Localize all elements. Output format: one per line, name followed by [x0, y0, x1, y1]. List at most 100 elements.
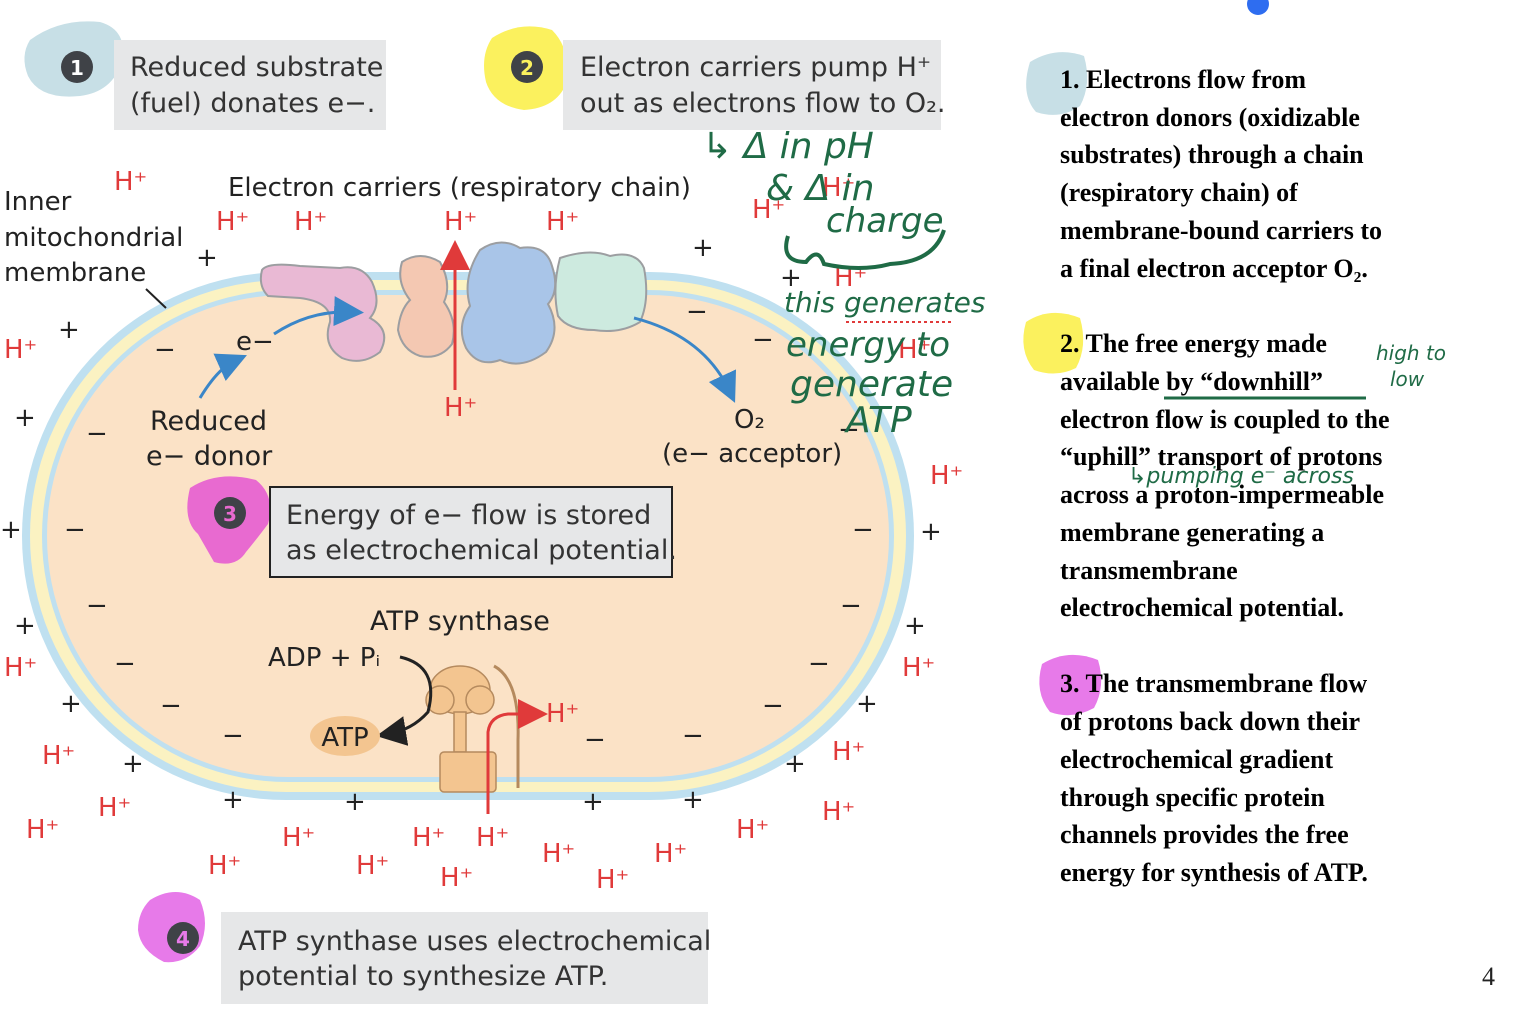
callout-1: 1 Reduced substrate (fuel) donates e−.: [61, 40, 386, 130]
callout-4-number: 4: [176, 927, 190, 951]
electron-to-o2-arrow: [633, 316, 737, 403]
synthase-peripheral-stalk: [493, 664, 520, 788]
callout-1-badge: [61, 51, 93, 83]
plus-sign: +: [784, 749, 806, 779]
callout-2: 2 Electron carriers pump H⁺ out as elect…: [511, 40, 945, 130]
complex-III: [460, 241, 557, 365]
callout-2-box: [563, 40, 941, 130]
membrane-label-line2: mitochondrial: [4, 223, 183, 253]
handwriting-brace: [784, 229, 946, 270]
note-1: 1. Electrons flow from electron donors (…: [1060, 65, 1382, 283]
note-2: 2. The free energy made available by “do…: [1060, 329, 1446, 622]
highlight-blob-note-3: [1039, 654, 1102, 716]
note-2-line: electrochemical potential.: [1060, 593, 1344, 622]
minus-sign: −: [840, 591, 862, 621]
proton-label: H⁺: [294, 207, 327, 237]
plus-sign: +: [920, 517, 942, 547]
proton-label: H⁺: [546, 207, 579, 237]
callout-3-line1: Energy of e− flow is stored: [286, 500, 651, 531]
proton-label: H⁺: [930, 461, 963, 491]
note-2-line: “uphill” transport of protons: [1060, 442, 1382, 471]
notes-panel: 1. Electrons flow from electron donors (…: [1060, 65, 1446, 887]
callout-1-line1: Reduced substrate: [130, 52, 383, 83]
proton-label: H⁺: [654, 839, 687, 869]
minus-sign: −: [160, 691, 182, 721]
membrane-pointer-line: [145, 288, 167, 309]
proton-label: H⁺: [832, 737, 865, 767]
callout-4: 4 ATP synthase uses electrochemical pote…: [167, 912, 711, 1004]
minus-sign: −: [686, 297, 708, 327]
note-3-line: through specific protein: [1060, 783, 1325, 812]
proton-label: H⁺: [736, 815, 769, 845]
handwriting-line1: ↳ Δ in pH: [702, 126, 874, 167]
proton-label: H⁺: [444, 393, 477, 423]
note-3: 3. The transmembrane flow of protons bac…: [1060, 669, 1368, 887]
plus-sign: +: [344, 787, 366, 817]
electron-label: e−: [236, 327, 274, 357]
callout-4-badge: [167, 922, 199, 954]
charge-signs: + + + + + + + + + + + + + + + + + − − − …: [0, 233, 942, 817]
plus-sign: +: [58, 315, 80, 345]
page-number: 4: [1482, 962, 1495, 991]
handwriting-line6: generate: [790, 364, 953, 405]
adp-label: ADP + Pᵢ: [268, 643, 380, 673]
atp-label: ATP: [321, 723, 368, 753]
minus-sign: −: [64, 515, 86, 545]
note-1-line: (respiratory chain) of: [1060, 178, 1298, 207]
proton-label: H⁺: [444, 207, 477, 237]
plus-sign: +: [856, 689, 878, 719]
proton-label: H⁺: [412, 823, 445, 853]
proton-label: H⁺: [822, 797, 855, 827]
electron-entry-arrow: [273, 296, 364, 336]
synthase-label: ATP synthase: [370, 606, 550, 637]
protons: H⁺ H⁺ H⁺ H⁺ H⁺ H⁺ H⁺ H⁺ H⁺ H⁺ H⁺ H⁺ H⁺ H…: [4, 167, 963, 895]
proton-label: H⁺: [476, 823, 509, 853]
proton-label: H⁺: [282, 823, 315, 853]
plus-sign: +: [60, 689, 82, 719]
minus-sign: −: [808, 649, 830, 679]
proton-label: H⁺: [4, 335, 37, 365]
complex-II: [396, 255, 455, 358]
chain-title: Electron carriers (respiratory chain): [228, 173, 691, 203]
proton-label: H⁺: [216, 207, 249, 237]
callout-2-badge: [511, 51, 543, 83]
minus-sign: −: [852, 515, 874, 545]
plus-sign: +: [780, 263, 802, 293]
handwriting-line4: this generates: [784, 286, 985, 319]
plus-sign: +: [14, 611, 36, 641]
proton-label: H⁺: [114, 167, 147, 197]
callout-3-number: 3: [223, 502, 237, 526]
handwriting-line3: charge: [826, 201, 944, 241]
donor-label-line1: Reduced: [150, 406, 267, 437]
donor-electron-arrow: [198, 353, 247, 399]
note-1-line: membrane-bound carriers to: [1060, 216, 1382, 245]
proton-label: H⁺: [42, 741, 75, 771]
note-2-line: membrane generating a: [1060, 518, 1324, 547]
note-1-line: a final electron acceptor O₂.: [1060, 254, 1368, 283]
acceptor-label: (e− acceptor): [662, 439, 842, 469]
highlight-blob-note-1: [1026, 52, 1088, 115]
note-3-line: energy for synthesis of ATP.: [1060, 858, 1368, 887]
minus-sign: −: [584, 725, 606, 755]
plus-sign: +: [14, 403, 36, 433]
highlight-blob-note-2: [1023, 312, 1084, 374]
proton-label: H⁺: [546, 699, 579, 729]
callout-1-box: [114, 40, 386, 130]
proton-label: H⁺: [542, 839, 575, 869]
minus-sign: −: [86, 591, 108, 621]
callout-4-line1: ATP synthase uses electrochemical: [238, 926, 711, 957]
complex-IV: [554, 251, 648, 332]
plus-sign: +: [582, 787, 604, 817]
synthase-stalk: [453, 711, 467, 753]
membrane-label-line1: Inner: [4, 187, 72, 217]
plus-sign: +: [222, 785, 244, 815]
plus-sign: +: [0, 515, 22, 545]
note-2-line: across a proton-impermeable: [1060, 480, 1384, 509]
note-1-line: substrates) through a chain: [1060, 140, 1364, 169]
handwriting-line7: ATP: [844, 400, 912, 441]
proton-label: H⁺: [902, 653, 935, 683]
note-3-line: of protons back down their: [1060, 707, 1360, 736]
handwriting-high-to: high to: [1376, 341, 1446, 365]
minus-sign: −: [154, 335, 176, 365]
